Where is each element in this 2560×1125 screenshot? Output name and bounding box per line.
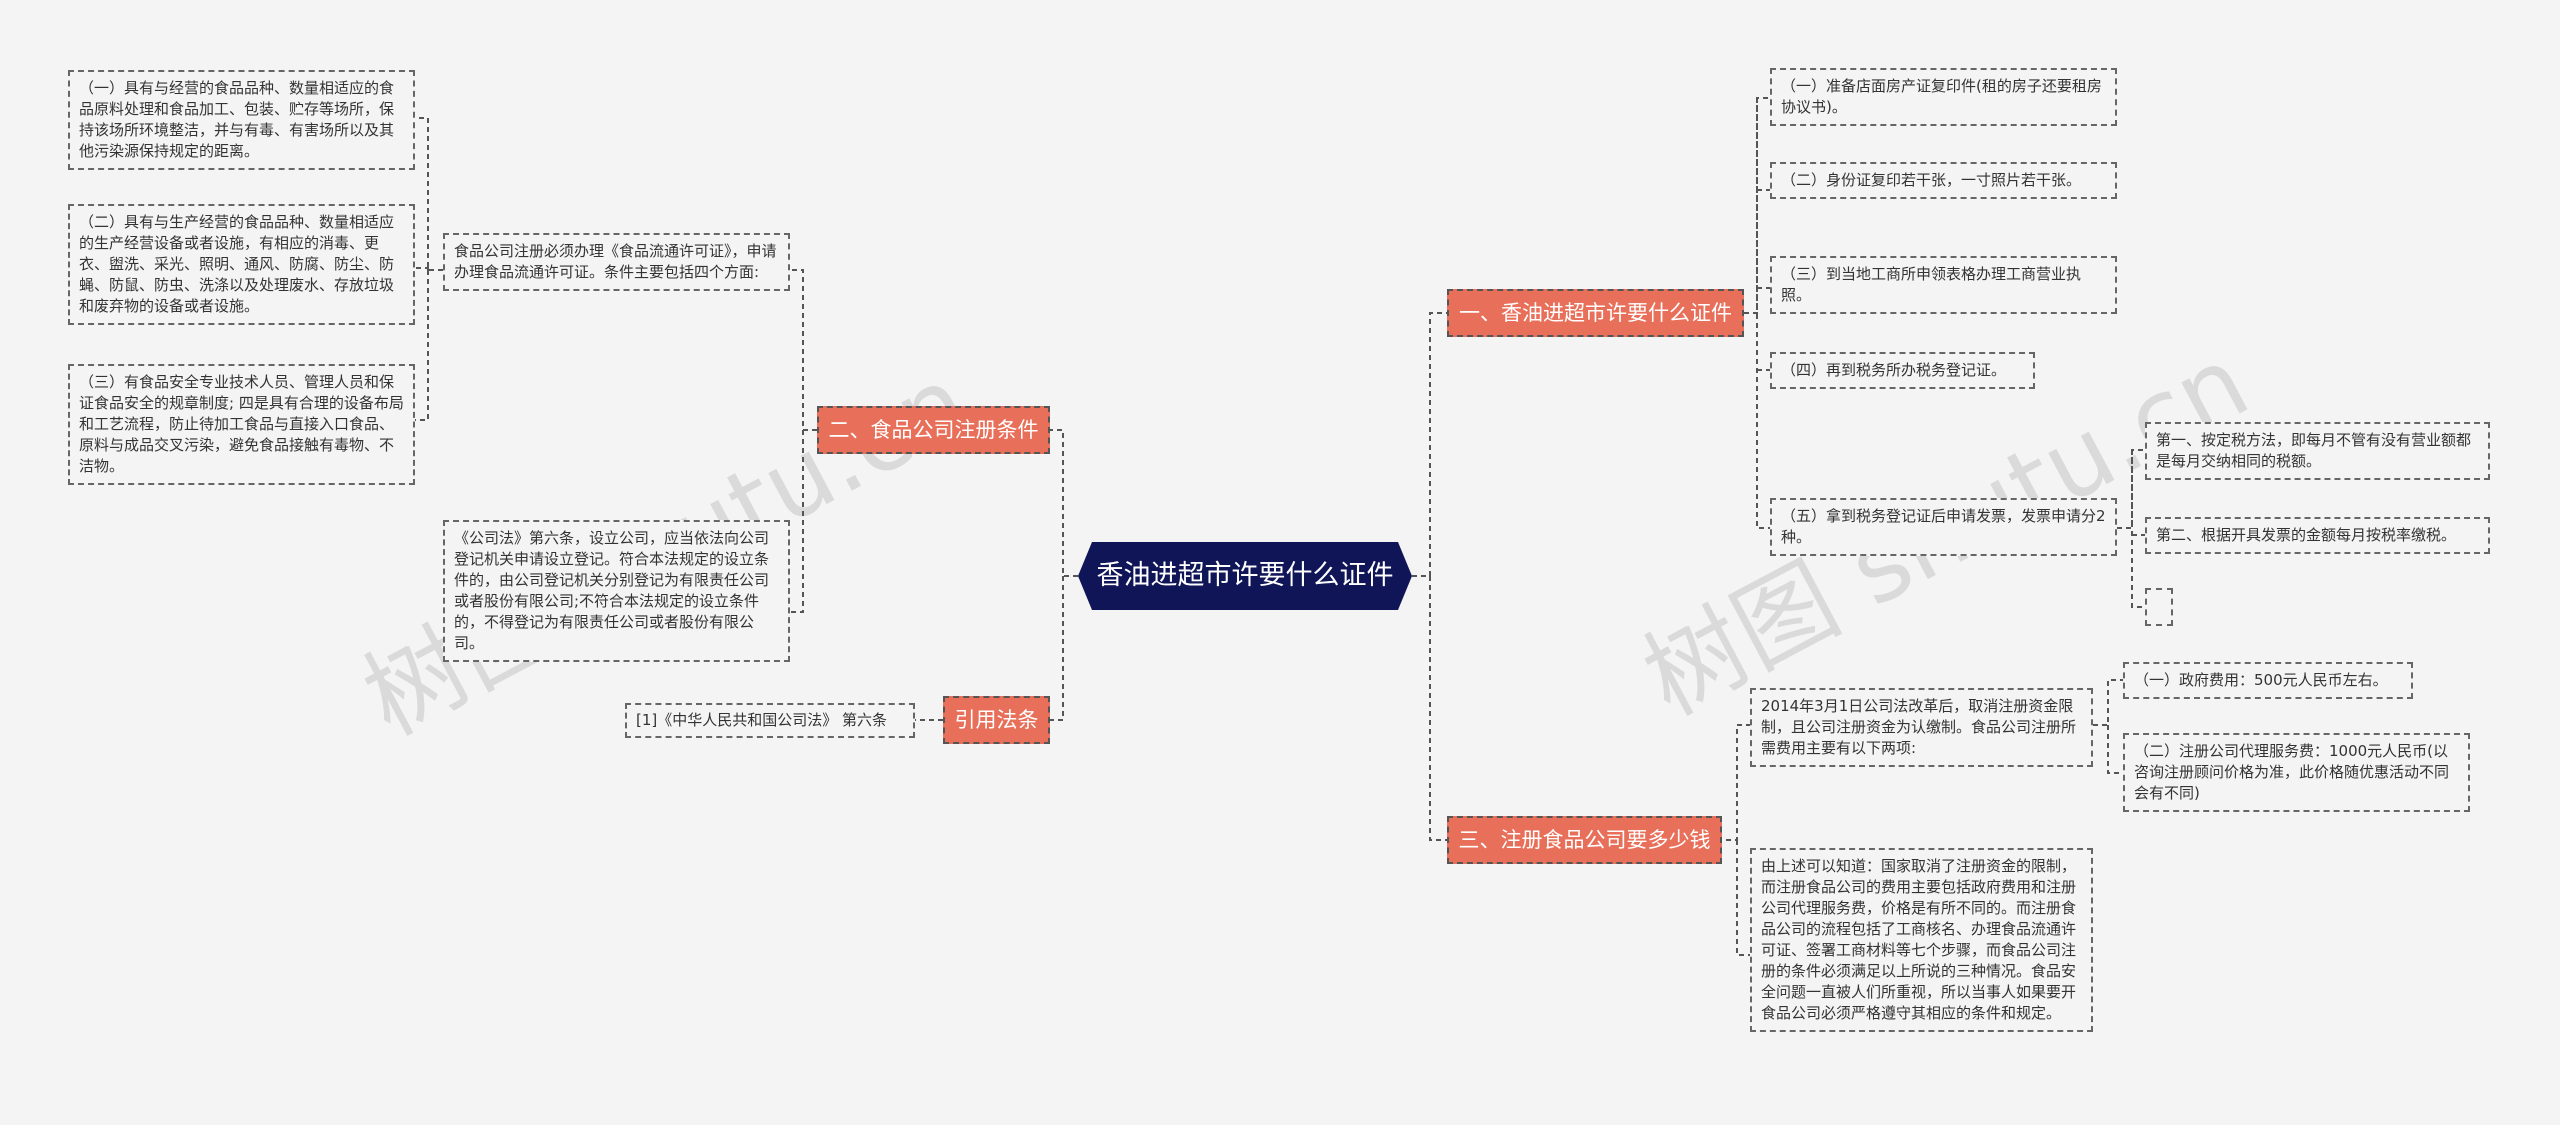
cost-summary[interactable]: 由上述可以知道：国家取消了注册资金的限制，而注册食品公司的费用主要包括政府费用和… — [1750, 848, 2093, 1032]
branch-company-conditions[interactable]: 二、食品公司注册条件 — [817, 406, 1050, 454]
invoice-type-empty[interactable] — [2145, 588, 2173, 626]
cited-law-reference[interactable]: [1]《中华人民共和国公司法》 第六条 — [625, 703, 915, 738]
root-topic[interactable]: 香油进超市许要什么证件 — [1078, 542, 1412, 610]
branch-registration-cost[interactable]: 三、注册食品公司要多少钱 — [1447, 816, 1722, 864]
invoice-type-1[interactable]: 第一、按定税方法，即每月不管有没有营业额都是每月交纳相同的税额。 — [2145, 422, 2490, 480]
certificate-item-3[interactable]: （三）到当地工商所申领表格办理工商营业执照。 — [1770, 256, 2117, 314]
branch-certificates[interactable]: 一、香油进超市许要什么证件 — [1447, 289, 1744, 337]
condition-item-2[interactable]: （二）具有与生产经营的食品品种、数量相适应的生产经营设备或者设施，有相应的消毒、… — [68, 204, 415, 325]
branch-cited-law[interactable]: 引用法条 — [943, 696, 1050, 744]
certificate-item-5[interactable]: （五）拿到税务登记证后申请发票，发票申请分2种。 — [1770, 498, 2117, 556]
invoice-type-2[interactable]: 第二、根据开具发票的金额每月按税率缴税。 — [2145, 517, 2490, 554]
cost-intro[interactable]: 2014年3月1日公司法改革后，取消注册资金限制，且公司注册资金为认缴制。食品公… — [1750, 688, 2093, 767]
certificate-item-2[interactable]: （二）身份证复印若干张，一寸照片若干张。 — [1770, 162, 2117, 199]
company-law-article[interactable]: 《公司法》第六条，设立公司，应当依法向公司登记机关申请设立登记。符合本法规定的设… — [443, 520, 790, 662]
fee-government[interactable]: （一）政府费用：500元人民币左右。 — [2123, 662, 2413, 699]
certificate-item-4[interactable]: （四）再到税务所办税务登记证。 — [1770, 352, 2035, 389]
certificate-item-1[interactable]: （一）准备店面房产证复印件(租的房子还要租房协议书)。 — [1770, 68, 2117, 126]
condition-item-3[interactable]: （三）有食品安全专业技术人员、管理人员和保证食品安全的规章制度; 四是具有合理的… — [68, 364, 415, 485]
conditions-intro[interactable]: 食品公司注册必须办理《食品流通许可证》，申请办理食品流通许可证。条件主要包括四个… — [443, 233, 790, 291]
condition-item-1[interactable]: （一）具有与经营的食品品种、数量相适应的食品原料处理和食品加工、包装、贮存等场所… — [68, 70, 415, 170]
fee-agency[interactable]: （二）注册公司代理服务费：1000元人民币(以咨询注册顾问价格为准，此价格随优惠… — [2123, 733, 2470, 812]
